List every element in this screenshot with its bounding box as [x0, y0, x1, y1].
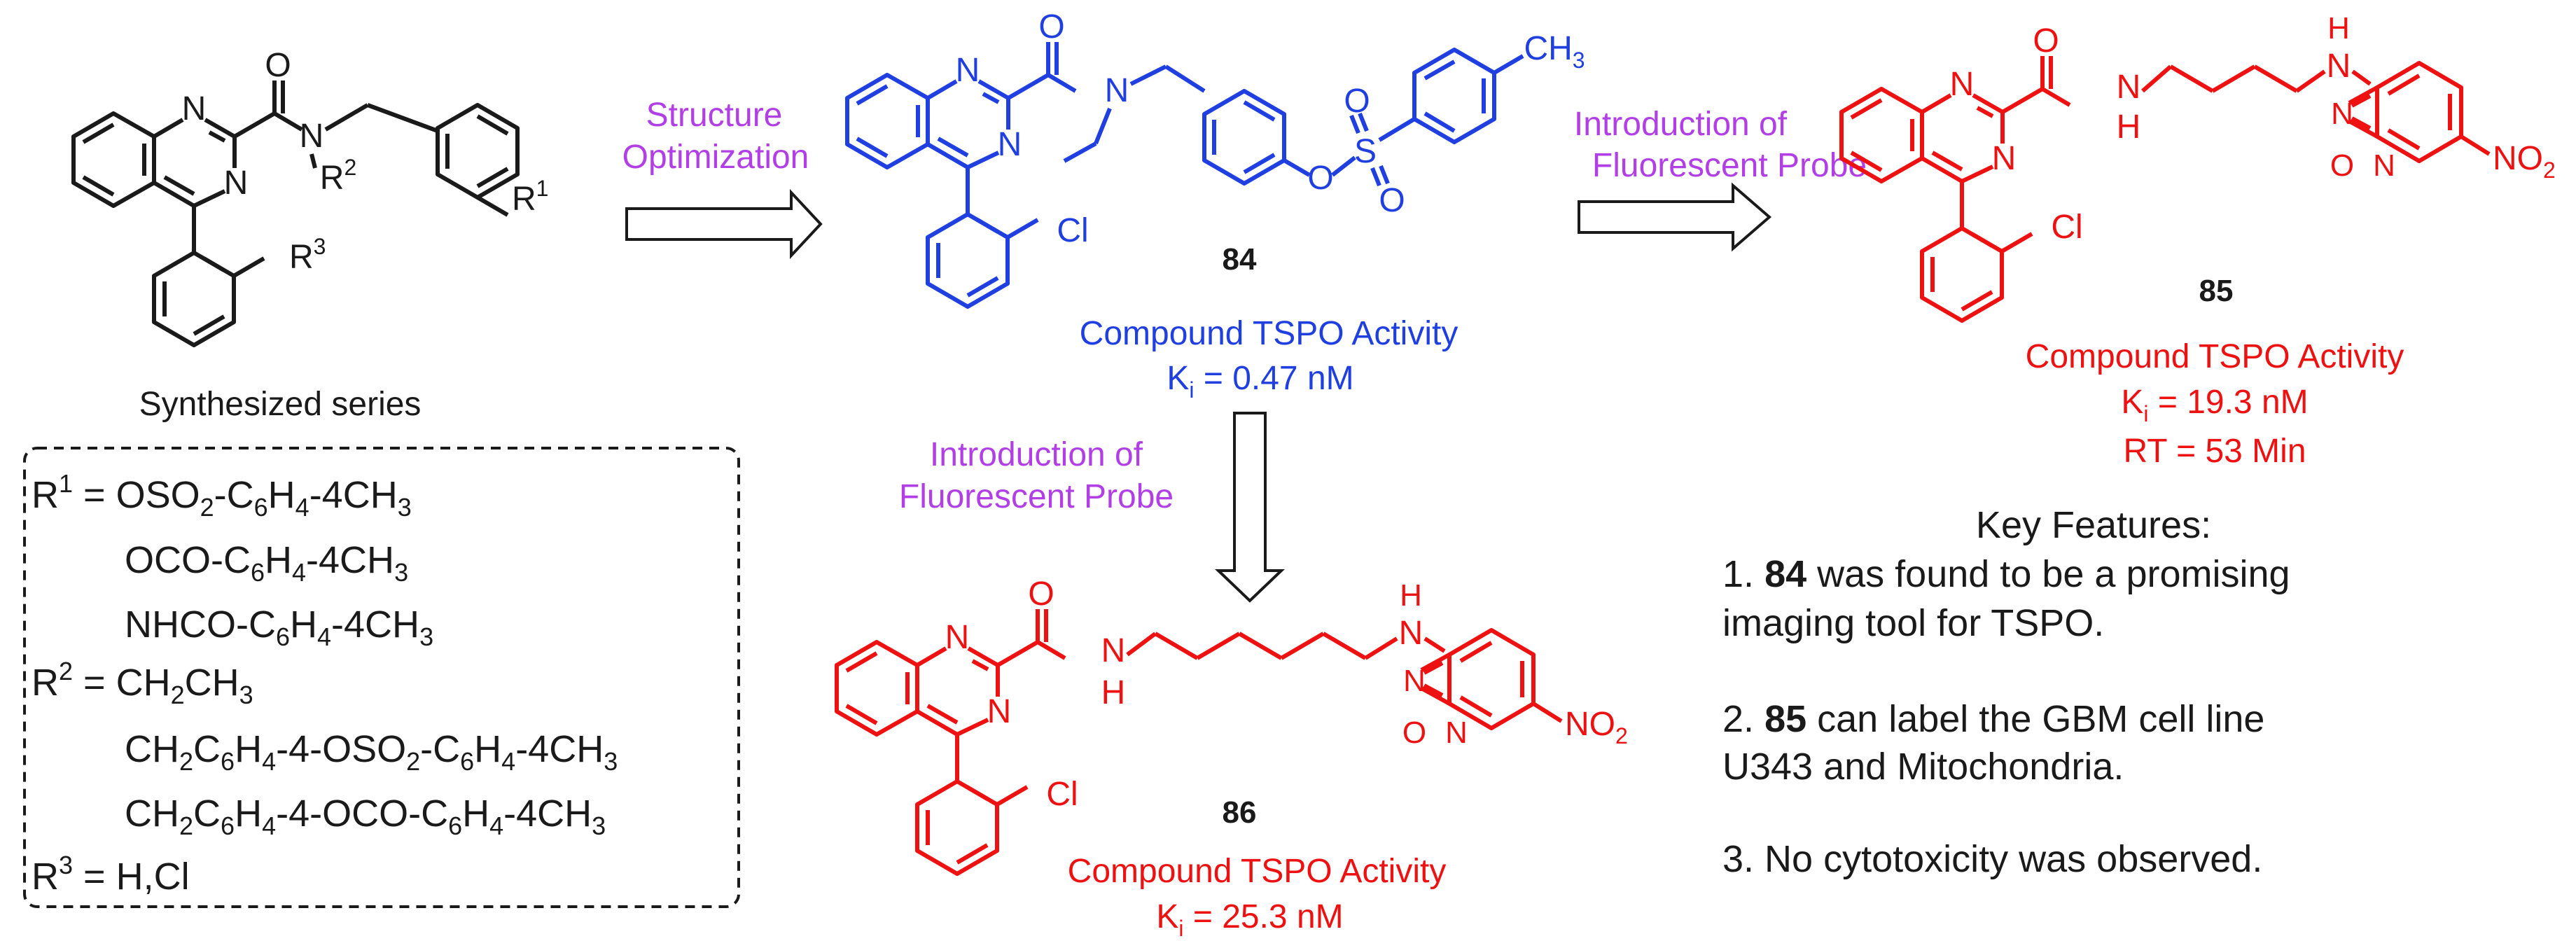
arrow-fluorescent-probe-right: Introduction of Fluorescent Probe [1574, 106, 1867, 252]
r2-option-3: CH2C6H4-4-OCO-C6H4-4CH3 [125, 793, 606, 840]
c85-amine-h: H [2327, 11, 2350, 46]
compound-85-rt: RT = 53 Min [2123, 433, 2306, 470]
c86-amide-h: H [1101, 674, 1126, 711]
compound-85-number: 85 [2199, 274, 2234, 308]
c85-amide-n: N [2117, 69, 2141, 106]
arrow-2-label-line-2: Fluorescent Probe [1592, 147, 1867, 184]
r3-definition: R3 = H,Cl [32, 851, 190, 898]
r1-option-2: OCO-C6H4-4CH3 [125, 539, 408, 587]
r2-definition: R2 = CH2CH3 [32, 657, 253, 709]
arrow-2-label-line-1: Introduction of [1574, 106, 1788, 143]
arrow-3 [1215, 412, 1285, 603]
r1-option-3: NHCO-C6H4-4CH3 [125, 604, 433, 651]
compound-86-number: 86 [1223, 795, 1257, 830]
r-group-box [23, 447, 740, 908]
c86-amide-n: N [1101, 632, 1126, 669]
c84-sulfonyl-o2: O [1379, 182, 1405, 219]
c85-nitro: NO2 [2493, 140, 2556, 183]
arrow-3-label-line-2: Fluorescent Probe [899, 478, 1174, 515]
compound-84-activity: Compound TSPO Activity [1080, 315, 1458, 352]
compound-86-ki: Ki = 25.3 nM [1156, 898, 1343, 941]
r-group-definitions: R1 = OSO2-C6H4-4CH3 OCO-C6H4-4CH3 NHCO-C… [32, 469, 618, 898]
arrow-structure-optimization: Structure Optimization [622, 97, 823, 260]
c84-ether-o: O [1307, 160, 1333, 197]
key-features: Key Features: 1. 84 was found to be a pr… [1722, 504, 2290, 880]
c86-amine-n: N [1399, 615, 1423, 652]
r2-label: R2 [320, 155, 356, 197]
arrow-3-label-line-1: Introduction of [930, 436, 1143, 473]
c86-amine-h: H [1400, 578, 1422, 613]
c84-chloro: Cl [1057, 212, 1088, 249]
c84-sulfur: S [1354, 133, 1377, 170]
c86-nitro: NO2 [1565, 706, 1628, 748]
feature-2-line-1: 2. 85 can label the GBM cell line [1722, 698, 2264, 740]
compound-85-structure: N H N H NO2 Cl [1842, 11, 2556, 321]
arrow-fluorescent-probe-down: Introduction of Fluorescent Probe [899, 412, 1285, 603]
c84-methyl: CH3 [1524, 30, 1585, 73]
c84-amide-n: N [1105, 72, 1129, 109]
feature-2-line-2: U343 and Mitochondria. [1722, 746, 2124, 788]
compound-85-ki: Ki = 19.3 nM [2121, 384, 2308, 426]
c84-sulfonyl-o1: O [1344, 83, 1370, 120]
c85-amine-n: N [2327, 48, 2351, 85]
compound-84-ki: Ki = 0.47 nM [1167, 360, 1353, 403]
compound-86-activity: Compound TSPO Activity [1068, 853, 1447, 890]
r1-label: R1 [512, 176, 548, 218]
r1-definition: R1 = OSO2-C6H4-4CH3 [32, 469, 412, 522]
r3-label: R3 [289, 234, 326, 276]
key-features-title: Key Features: [1976, 504, 2211, 546]
arrow-2 [1578, 182, 1772, 252]
series-caption: Synthesized series [139, 386, 422, 423]
feature-1-line-1: 1. 84 was found to be a promising [1722, 553, 2290, 595]
arrow-1-label-line-1: Structure [646, 97, 783, 134]
arrow-1 [625, 188, 823, 260]
compound-86-structure: N H N H NO2 Cl [837, 576, 1628, 874]
arrow-1-label-line-2: Optimization [622, 139, 809, 176]
compound-84-number: 84 [1223, 242, 1257, 277]
series-structure: N R2 R1 R3 [74, 47, 548, 345]
feature-1-line-2: imaging tool for TSPO. [1722, 602, 2104, 644]
compound-84-structure: N O S O O CH3 Cl [847, 8, 1585, 307]
r2-option-2: CH2C6H4-4-OSO2-C6H4-4CH3 [125, 728, 618, 776]
feature-3: 3. No cytotoxicity was observed. [1722, 838, 2262, 880]
c85-amide-h: H [2117, 109, 2141, 146]
c85-chloro: Cl [2051, 209, 2082, 246]
compound-85-activity: Compound TSPO Activity [2026, 338, 2404, 375]
amide-n-label: N [300, 118, 324, 155]
c86-chloro: Cl [1046, 776, 1078, 813]
